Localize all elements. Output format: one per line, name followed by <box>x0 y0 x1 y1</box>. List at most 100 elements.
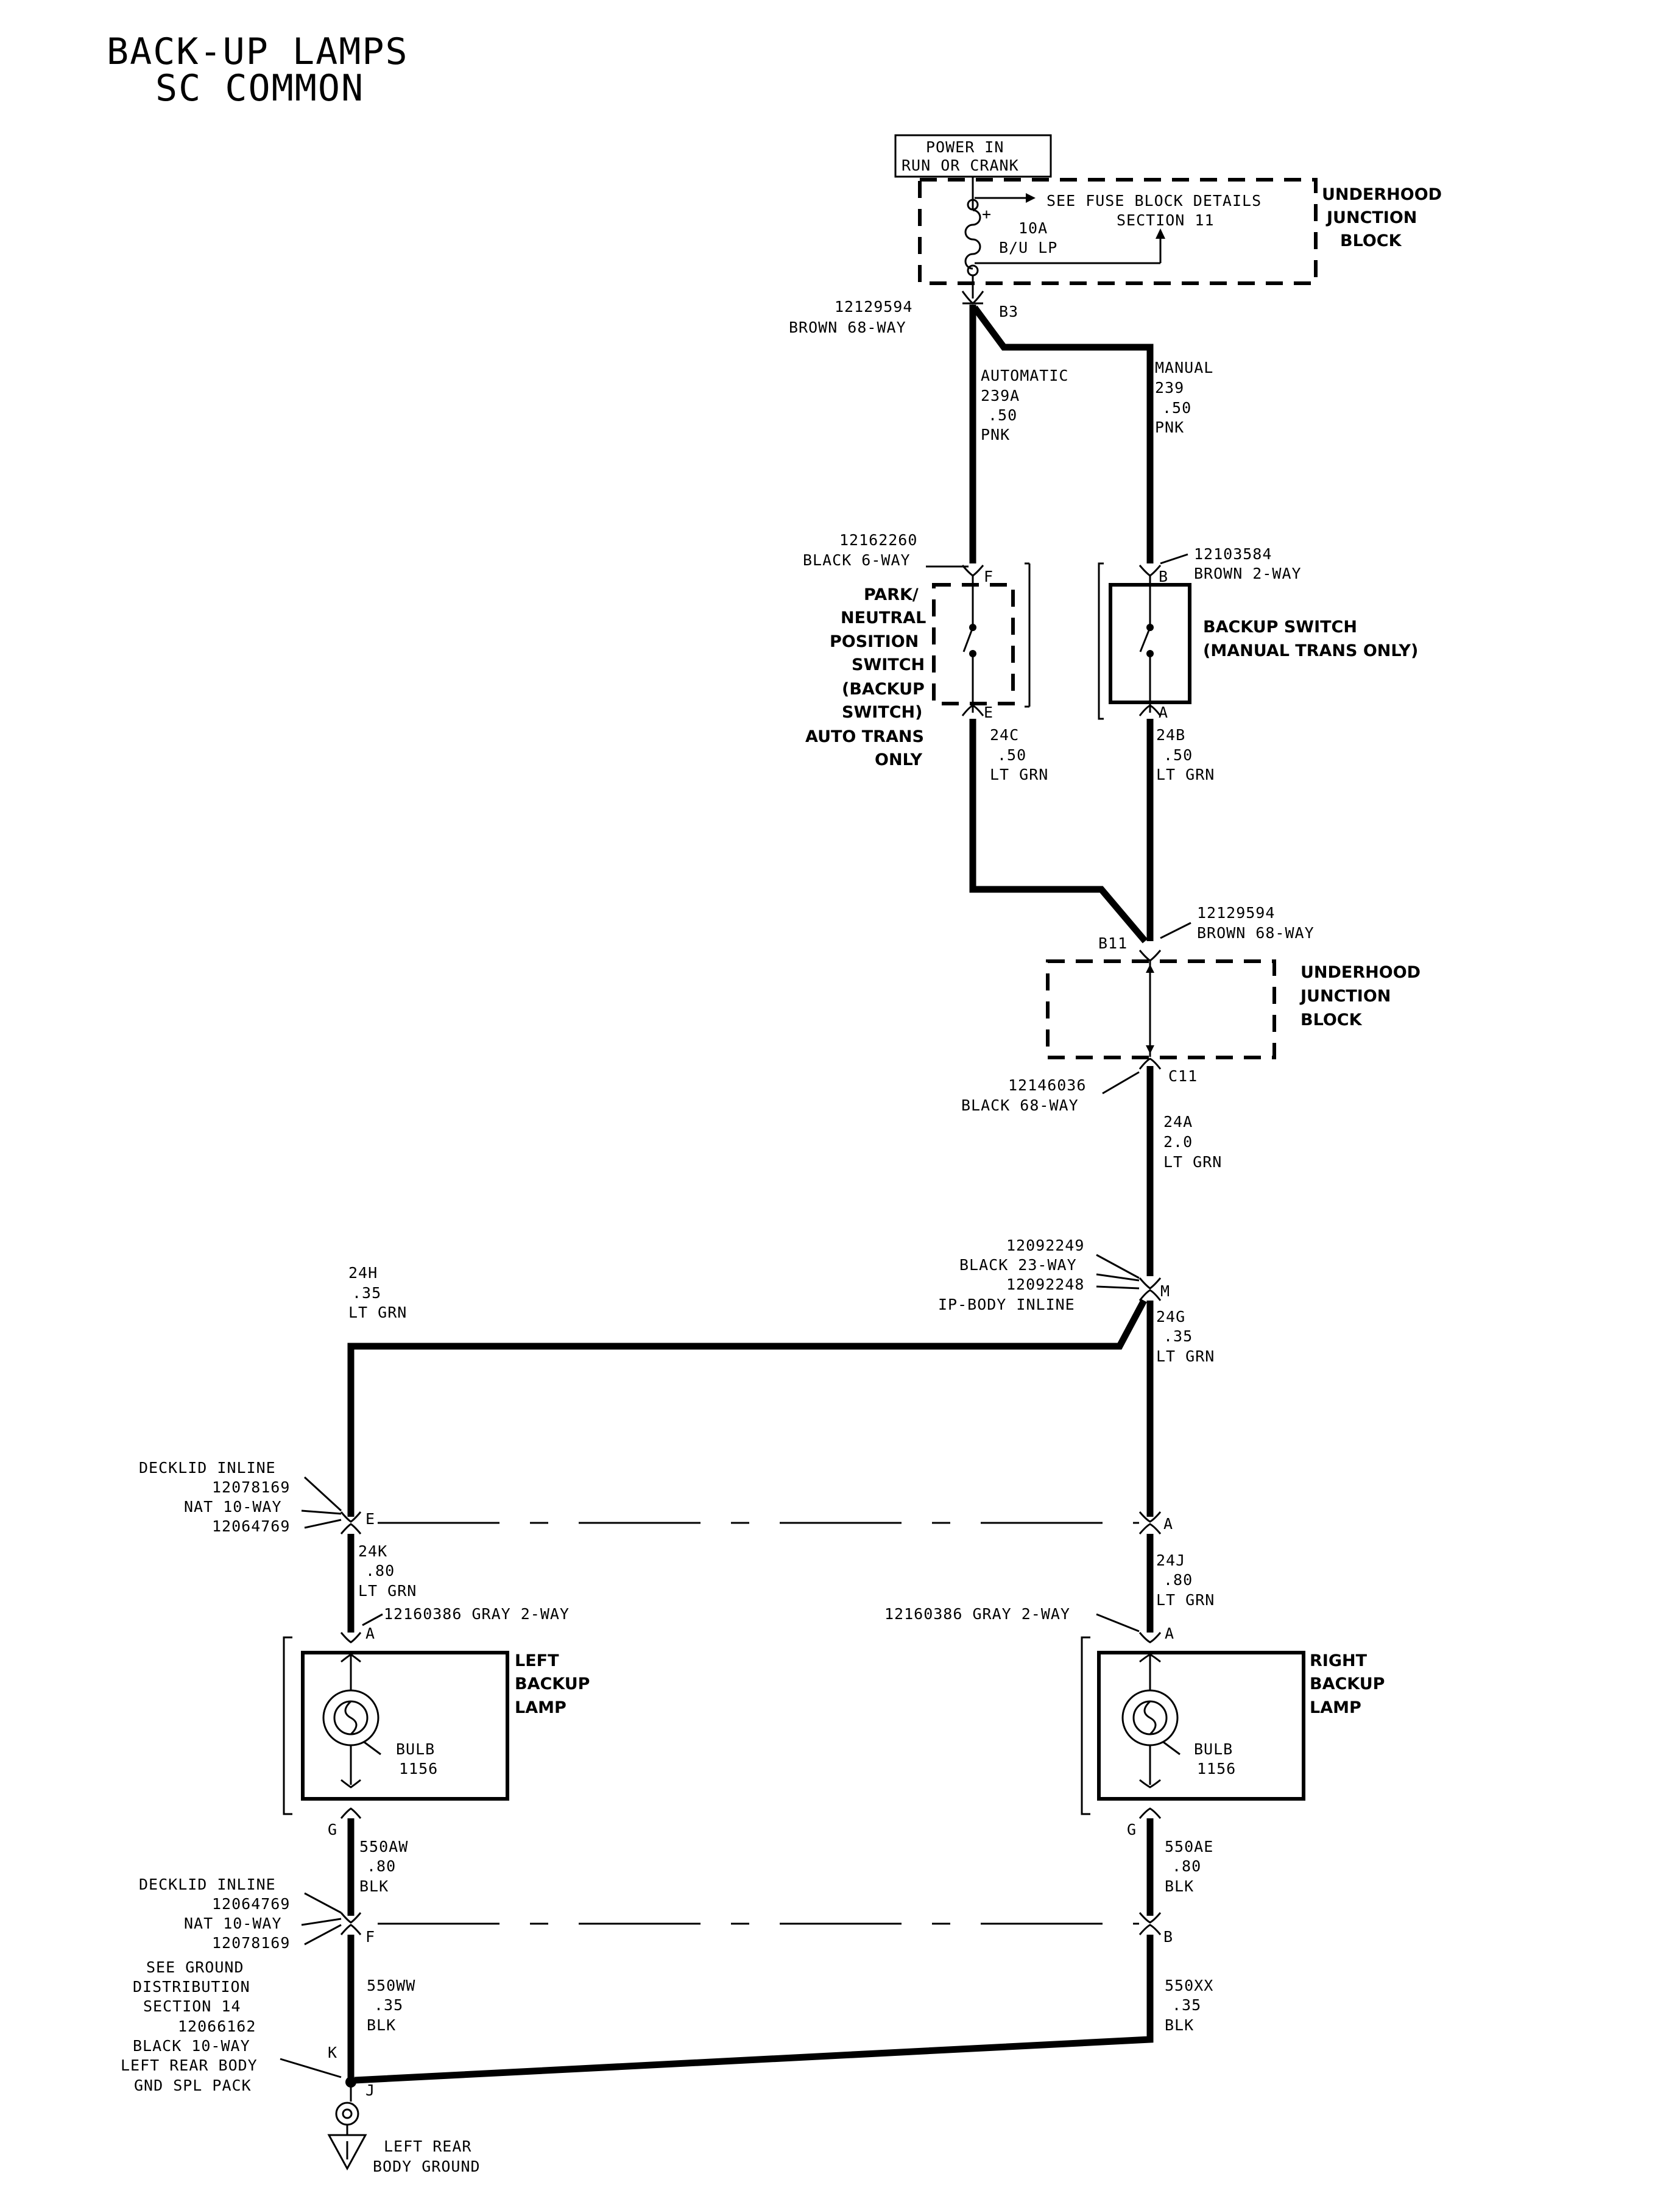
decklid-upper-part2: 12064769 <box>212 1517 290 1535</box>
decklid-upper-desc: NAT 10-WAY <box>184 1498 282 1516</box>
right-lamp-label-2: BACKUP <box>1310 1675 1385 1693</box>
diagram-title-line2: SC COMMON <box>155 67 364 110</box>
png-label-8: ONLY <box>875 750 923 769</box>
wire-550xx-color: BLK <box>1165 2016 1194 2034</box>
png-label-7: AUTO TRANS <box>805 727 924 746</box>
connector-b11-desc: BROWN 68-WAY <box>1197 924 1315 942</box>
decklid-lower-part1: 12064769 <box>212 1895 290 1913</box>
wire-24k-circuit: 24K <box>358 1542 387 1560</box>
run-or-crank-label: RUN OR CRANK <box>902 157 1019 174</box>
gnd-splice-pin-k: K <box>328 2044 337 2061</box>
wire-24h <box>347 1299 1147 1517</box>
right-backup-lamp-box <box>1097 1651 1305 1801</box>
connector-c11-pin: C11 <box>1168 1067 1198 1085</box>
gnd-splice-line5: BLACK 10-WAY <box>133 2037 250 2055</box>
connector-ip-body-name: IP-BODY INLINE <box>938 1296 1075 1313</box>
right-lamp-connector-desc: 12160386 GRAY 2-WAY <box>884 1605 1070 1623</box>
png-label-1: PARK/ <box>864 585 919 604</box>
gnd-splice-line3: SECTION 14 <box>143 1997 241 2015</box>
decklid-lower-part2: 12078169 <box>212 1934 290 1952</box>
right-lamp-label-1: RIGHT <box>1310 1651 1368 1670</box>
left-lamp-label-3: LAMP <box>515 1698 566 1717</box>
wire-24j-circuit: 24J <box>1156 1552 1185 1569</box>
right-lamp-connector-bracket <box>1081 1636 1090 1815</box>
fuse-10a <box>964 177 981 298</box>
wire-24g-gauge: .35 <box>1163 1327 1193 1345</box>
wire-24a-color: LT GRN <box>1163 1153 1222 1171</box>
wire-24g-color: LT GRN <box>1156 1347 1215 1365</box>
right-lamp-label-3: LAMP <box>1310 1698 1361 1717</box>
connector-backup-sw-desc: BROWN 2-WAY <box>1194 565 1302 582</box>
connector-png-pin-f: F <box>984 568 994 585</box>
connector-backup-sw-pin-b: B <box>1159 568 1168 585</box>
ujb-top-label-1: UNDERHOOD <box>1322 185 1442 204</box>
gnd-splice-line6: LEFT REAR BODY <box>121 2056 258 2074</box>
connector-ip-body-part1: 12092249 <box>1006 1237 1084 1254</box>
wire-239a-circuit: 239A <box>981 387 1020 404</box>
gnd-splice-line4: 12066162 <box>178 2018 256 2035</box>
wire-24c-color: LT GRN <box>990 766 1048 783</box>
wire-239-color: PNK <box>1155 418 1184 436</box>
wire-550ae-circuit: 550AE <box>1165 1838 1213 1855</box>
fuse-name: B/U LP <box>999 239 1057 256</box>
fuse-see-details: SEE FUSE BLOCK DETAILS <box>1046 192 1262 210</box>
wire-550aw-color: BLK <box>359 1877 389 1895</box>
wire-550ww-circuit: 550WW <box>367 1977 415 1994</box>
wire-24k-gauge: .80 <box>365 1562 395 1580</box>
ground-label-2: BODY GROUND <box>373 2158 481 2175</box>
left-lamp-bulb: BULB <box>396 1740 435 1758</box>
left-bulb-icon <box>322 1653 381 1788</box>
backup-sw-connector-bracket <box>1098 562 1104 720</box>
gnd-splice-line7: GND SPL PACK <box>134 2077 252 2094</box>
diagram-title-line1: BACK-UP LAMPS <box>107 30 409 73</box>
connector-b3-pin: B3 <box>999 303 1018 320</box>
ujb-top-label-3: BLOCK <box>1340 231 1402 250</box>
wire-550xx-gauge: .35 <box>1172 1996 1201 2014</box>
wire-24b-gauge: .50 <box>1163 746 1193 764</box>
wire-239-gauge: .50 <box>1162 399 1191 417</box>
decklid-upper-pin-e: E <box>365 1510 375 1528</box>
right-lamp-bulb-num: 1156 <box>1197 1760 1236 1778</box>
connector-png-part: 12162260 <box>839 531 917 549</box>
wire-550aw-gauge: .80 <box>367 1857 396 1875</box>
connector-png-pin-e: E <box>984 704 994 721</box>
wire-239a-trans: AUTOMATIC <box>981 367 1068 384</box>
backup-switch-contacts <box>1139 576 1154 713</box>
png-switch-label: PARK/ NEUTRAL POSITION SWITCH (BACKUP SW… <box>805 585 926 769</box>
wire-550ae-color: BLK <box>1165 1877 1194 1895</box>
connector-c11-desc: BLACK 68-WAY <box>961 1096 1079 1114</box>
wire-24j-gauge: .80 <box>1163 1571 1193 1589</box>
wire-239a-gauge: .50 <box>988 406 1017 424</box>
decklid-lower-name: DECKLID INLINE <box>139 1876 276 1893</box>
png-label-3: POSITION <box>830 632 919 651</box>
png-label-6: SWITCH) <box>842 703 922 722</box>
connector-b11-part: 12129594 <box>1197 904 1275 922</box>
fuse-section: SECTION 11 <box>1117 211 1215 229</box>
backup-switch-label-2: (MANUAL TRANS ONLY) <box>1203 641 1418 660</box>
wire-239a-color: PNK <box>981 426 1010 443</box>
left-lamp-pin-a: A <box>365 1625 375 1642</box>
power-source-box: POWER IN RUN OR CRANK <box>894 134 1052 178</box>
png-label-2: NEUTRAL <box>841 609 926 627</box>
wire-24c-gauge: .50 <box>997 746 1026 764</box>
wire-24a-circuit: 24A <box>1163 1113 1193 1131</box>
gnd-splice-pin-j: J <box>365 2081 375 2099</box>
connector-png-desc: BLACK 6-WAY <box>803 551 911 569</box>
right-lamp-pin-a: A <box>1165 1625 1174 1642</box>
wire-239-circuit: 239 <box>1155 379 1184 397</box>
wire-24h-gauge: .35 <box>352 1284 381 1302</box>
wire-24b-color: LT GRN <box>1156 766 1215 783</box>
connector-ip-body-pin: M <box>1160 1282 1170 1300</box>
decklid-upper-part1: 12078169 <box>212 1478 290 1496</box>
ujb-mid-label-3: BLOCK <box>1301 1011 1363 1029</box>
connector-backup-sw-part: 12103584 <box>1194 545 1272 563</box>
png-label-5: (BACKUP <box>842 680 925 699</box>
decklid-lower-pin-b: B <box>1163 1928 1173 1946</box>
underhood-junction-block-top <box>918 178 1318 285</box>
left-lamp-bulb-num: 1156 <box>399 1760 438 1778</box>
wire-24b-circuit: 24B <box>1156 726 1185 744</box>
left-lamp-connector-desc: 12160386 GRAY 2-WAY <box>384 1605 570 1623</box>
wire-550ww-gauge: .35 <box>374 1996 403 2014</box>
wire-24c-circuit: 24C <box>990 726 1019 744</box>
